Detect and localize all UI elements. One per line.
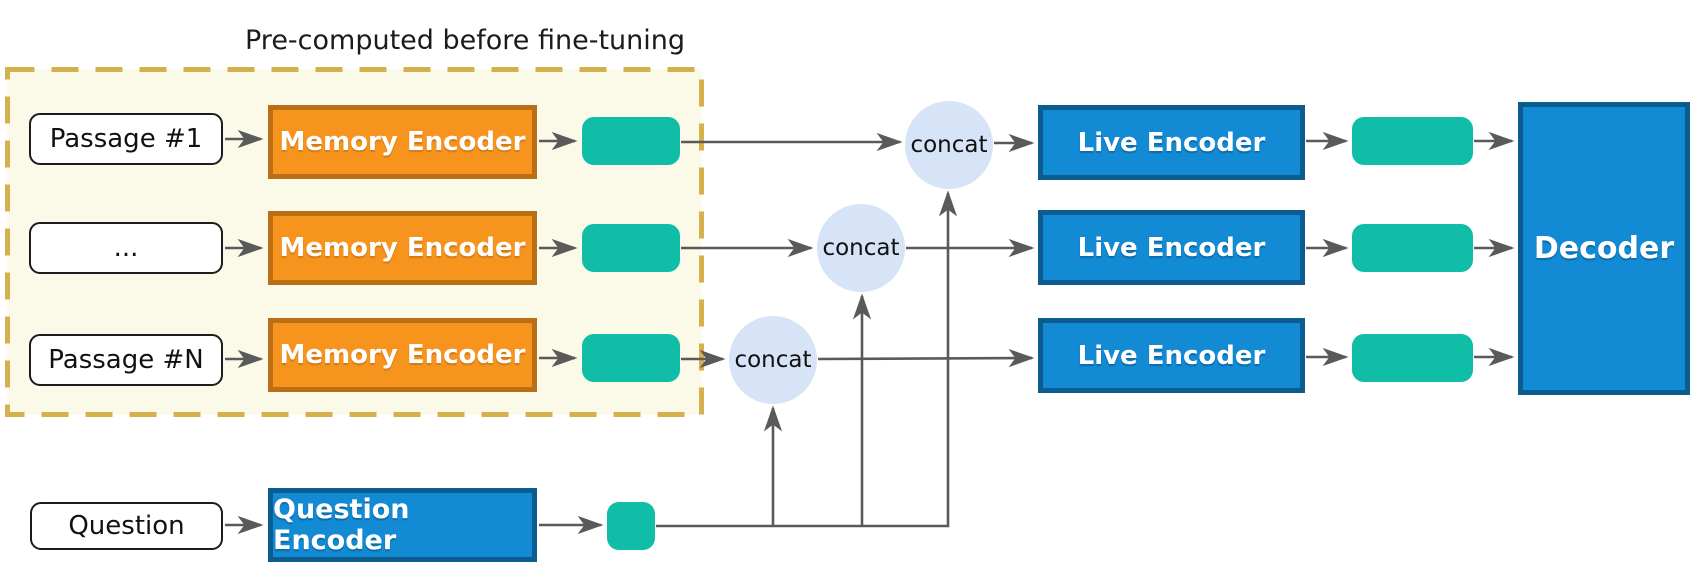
live-encoder-3: Live Encoder [1038,318,1305,393]
concat-node-2: concat [817,204,905,292]
decoder: Decoder [1518,102,1690,395]
concat-node-3: concat [729,316,817,404]
live-embedding-1 [1352,117,1473,165]
passage-ellipsis-box: ... [29,222,223,274]
question-encoder: Question Encoder [268,488,537,562]
memory-encoder-1: Memory Encoder [268,105,537,179]
passage-1-box: Passage #1 [29,113,223,165]
diagram-title: Pre-computed before fine-tuning [245,24,686,56]
question-embedding [607,502,655,550]
memory-encoder-2: Memory Encoder [268,211,537,285]
passage-embedding-3 [582,334,680,382]
concat-node-1: concat [905,101,993,189]
passage-n-box: Passage #N [29,334,223,386]
live-encoder-1: Live Encoder [1038,105,1305,180]
memory-encoder-3: Memory Encoder [268,318,537,392]
passage-embedding-2 [582,224,680,272]
live-embedding-3 [1352,334,1473,382]
question-box: Question [30,502,223,550]
live-embedding-2 [1352,224,1473,272]
live-encoder-2: Live Encoder [1038,210,1305,285]
passage-embedding-1 [582,117,680,165]
